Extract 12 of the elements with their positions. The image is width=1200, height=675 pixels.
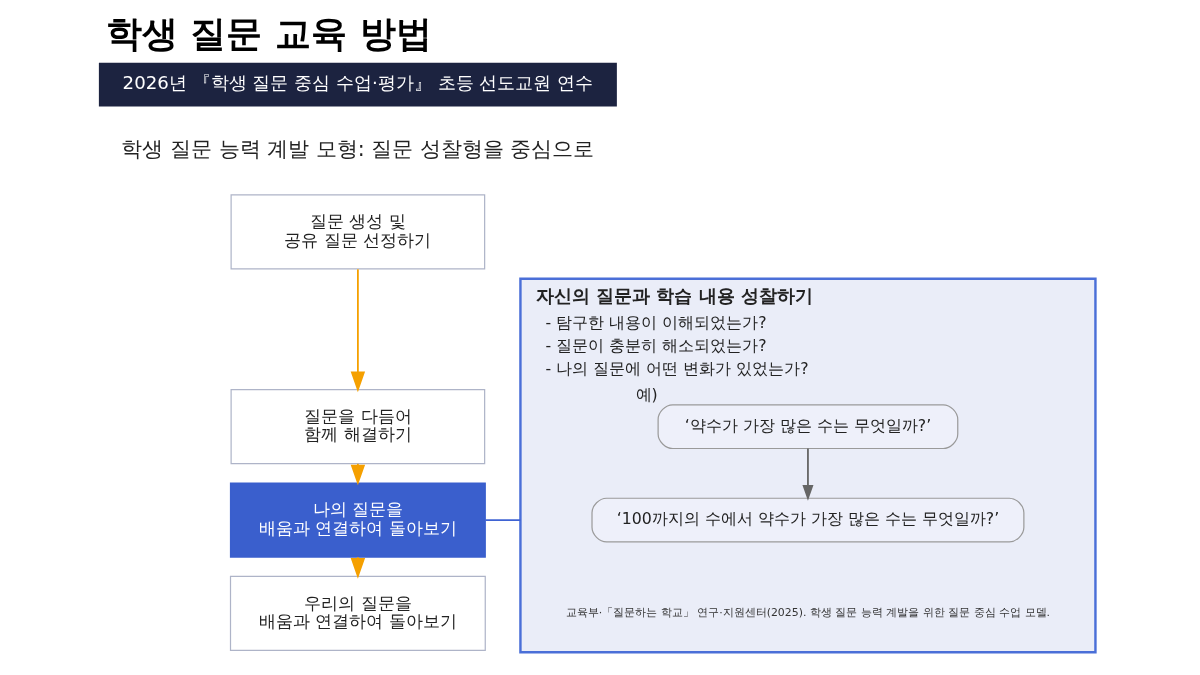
arrow — [801, 447, 813, 501]
node-box: 우리의 질문을 배움과 연결하여 돌아보기 — [229, 575, 486, 652]
node-box: ‘약수가 가장 많은 수는 무엇일까?’ — [657, 404, 958, 450]
connector — [483, 519, 521, 521]
diagram-title: 학생 질문 교육 방법 — [105, 11, 432, 55]
label: 학생 질문 능력 계발 모형: 질문 성찰형을 중심으로 — [120, 136, 594, 161]
node-label: 예) — [635, 385, 658, 405]
label: 2026년 『학생 질문 중심 수업·평가』 초등 선도교원 연수 — [122, 71, 593, 93]
arrow — [350, 268, 365, 393]
node-box: ‘100까지의 수에서 약수가 가장 많은 수는 무엇일까?’ — [590, 497, 1024, 543]
label: 교육부·「질문하는 학교」 연구·지원센터(2025). 학생 질문 능력 계발을 위한 질문 중심 수업 모델. — [565, 606, 1050, 620]
node-box: 질문 생성 및 공유 질문 선정하기 — [230, 194, 485, 270]
